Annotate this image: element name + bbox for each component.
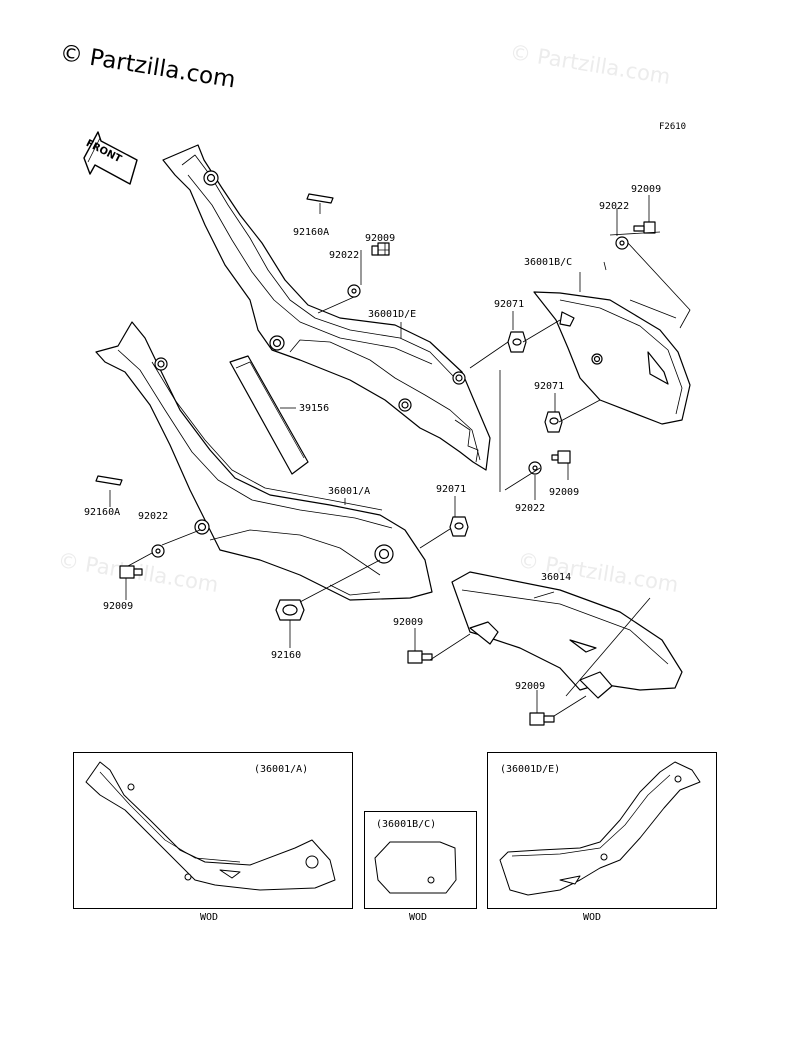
inset-variant-36001de: WOD [583,912,602,923]
inset-part-36001de: (36001D/E) [500,764,561,775]
callout-92022-top-center: 92022 [329,250,360,261]
bolt-92009-bottom-right-part [529,712,555,726]
callout-92022-left: 92022 [138,511,169,522]
grommet-92071-right-part [544,411,563,433]
callout-92071-center: 92071 [436,484,467,495]
washer-92022-top-center-part [347,284,361,298]
clip-92160a-top-part [306,193,334,204]
front-arrow-icon [83,131,138,185]
callout-36001a: 36001/A [328,486,371,497]
pad-39156-part [229,355,309,475]
callout-92160: 92160 [271,650,302,661]
leader-lines [109,195,691,717]
clip-92160a-left-part [95,475,123,486]
washer-92022-top-right-part [615,236,629,250]
side-panel-36001bc-part [533,291,691,425]
inset-box-36001bc [364,811,477,909]
callout-92160a-left: 92160A [84,507,121,518]
callout-92009-top-center: 92009 [365,233,396,244]
callout-92071-right: 92071 [534,381,565,392]
inset-variant-36001bc: WOD [409,912,428,923]
washer-92022-left-part [151,544,165,558]
inset-variant-36001a: WOD [200,912,219,923]
inset-part-36001a: (36001/A) [254,764,309,775]
callout-92022-top-right: 92022 [599,201,630,212]
inset-part-36001bc: (36001B/C) [376,819,437,830]
callout-36001de: 36001D/E [368,309,417,320]
bolt-92009-mid-right-part [551,450,571,464]
side-cover-36001a-part [95,321,433,601]
bolt-92009-top-center-part [371,242,390,256]
bolt-92009-top-right-part [633,221,656,234]
grommet-92160-part [275,599,305,621]
grommet-92071-center-part [449,516,469,537]
callout-92009-mid-right: 92009 [549,487,580,498]
inset-36001bc-drawing [374,841,457,894]
callout-92160a-top: 92160A [293,227,330,238]
callout-92009-left: 92009 [103,601,134,612]
inset-36001a-drawing [85,761,336,891]
washer-92022-mid-right-part [528,461,542,475]
callout-92022-mid-right: 92022 [515,503,546,514]
figure-code: F2610 [659,122,687,132]
side-cover-36001de-part [162,144,491,471]
callout-36014: 36014 [541,572,572,583]
bolt-92009-bottom-center-part [407,650,433,664]
callout-92009-bottom-right: 92009 [515,681,546,692]
chain-guard-36014-part [451,571,683,699]
callout-92009-bottom-center: 92009 [393,617,424,628]
inset-box-36001a [73,752,353,909]
inset-box-36001de [487,752,717,909]
callout-36001bc: 36001B/C [524,257,573,268]
bolt-92009-left-part [119,565,143,579]
callout-92071-upper: 92071 [494,299,525,310]
callout-39156: 39156 [299,403,330,414]
inset-36001de-drawing [499,761,701,896]
callout-92009-top-right: 92009 [631,184,662,195]
